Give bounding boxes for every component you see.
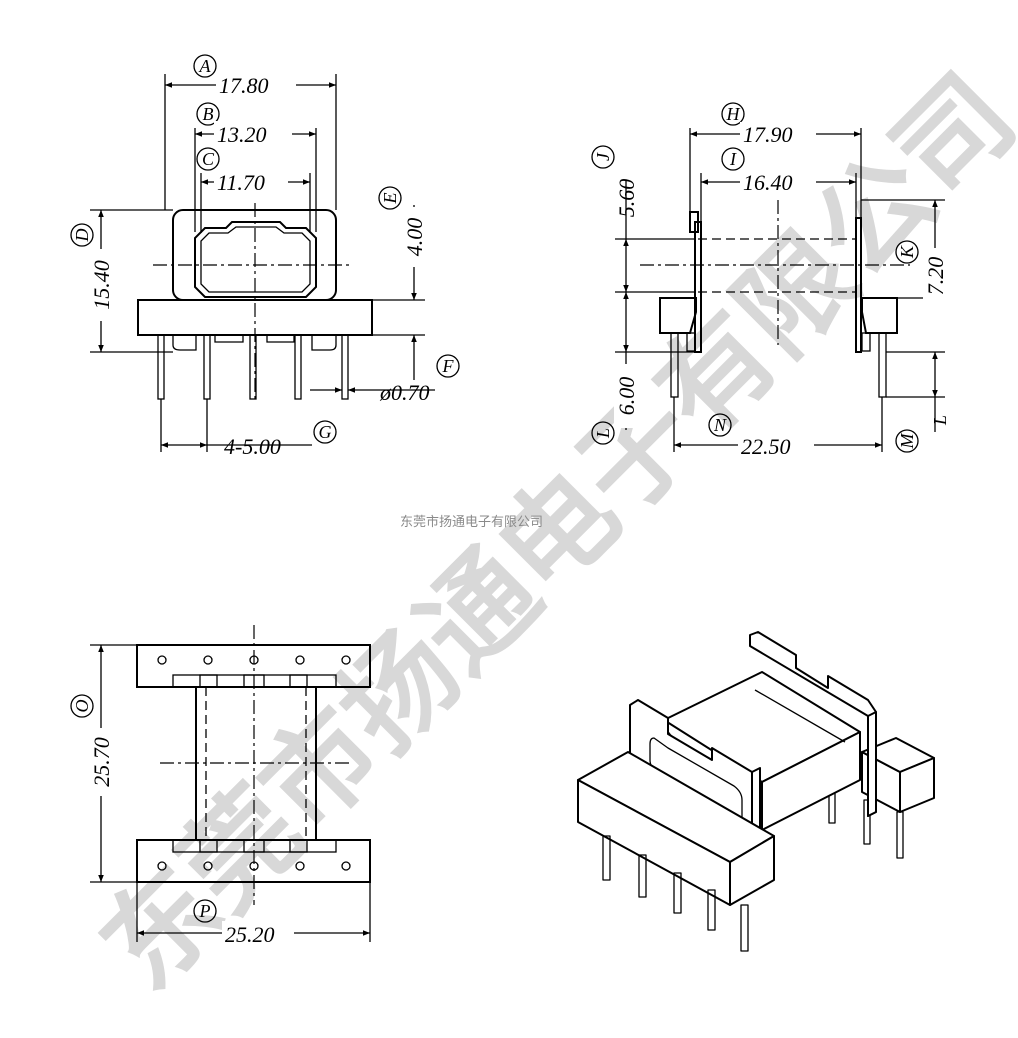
watermark: 东莞市扬通电子有限公司 xyxy=(77,51,1018,1014)
dim-K: 7.20 xyxy=(923,257,948,296)
label-G: G xyxy=(319,422,332,442)
top-view: O 25.70 P 25.20 xyxy=(70,625,371,947)
label-E: E xyxy=(380,193,400,205)
label-I: I xyxy=(729,149,737,169)
front-view: A 17.80 B 13.20 C 11.70 D 15.40 E xyxy=(70,54,460,459)
dim-J: 5.60 xyxy=(614,179,639,218)
dim-N: 22.50 xyxy=(741,434,791,459)
dim-B: 13.20 xyxy=(217,122,267,147)
dim-C: 11.70 xyxy=(217,170,265,195)
label-K: K xyxy=(897,245,917,259)
label-D: D xyxy=(72,229,92,243)
dim-E: 4.00 xyxy=(402,218,427,257)
dim-I: 16.40 xyxy=(743,170,793,195)
dim-O: 25.70 xyxy=(89,737,114,787)
dim-P: 25.20 xyxy=(225,922,275,947)
label-C: C xyxy=(202,149,215,169)
label-L2: L xyxy=(930,415,950,426)
label-O: O xyxy=(72,700,92,713)
dim-F: ø0.70 xyxy=(379,380,430,405)
label-N: N xyxy=(713,415,727,435)
label-L: L xyxy=(593,428,613,439)
label-B: B xyxy=(203,104,214,124)
company-caption: 东莞市扬通电子有限公司 xyxy=(400,514,543,530)
label-M: M xyxy=(897,433,917,450)
label-F: F xyxy=(442,356,455,376)
dim-G: 4-5.00 xyxy=(224,434,281,459)
label-J: J xyxy=(593,152,613,161)
label-A: A xyxy=(199,56,212,76)
dim-A: 17.80 xyxy=(219,73,269,98)
isometric-view xyxy=(577,631,935,952)
side-view: H 17.90 I 16.40 J 5.60 K 7.20 xyxy=(591,102,950,459)
dim-L: 6.00 xyxy=(614,377,639,416)
label-P: P xyxy=(199,901,211,921)
label-H: H xyxy=(726,104,741,124)
dim-H: 17.90 xyxy=(743,122,793,147)
dim-D: 15.40 xyxy=(89,260,114,310)
watermark-text: 东莞市扬通电子有限公司 xyxy=(77,51,1018,1014)
